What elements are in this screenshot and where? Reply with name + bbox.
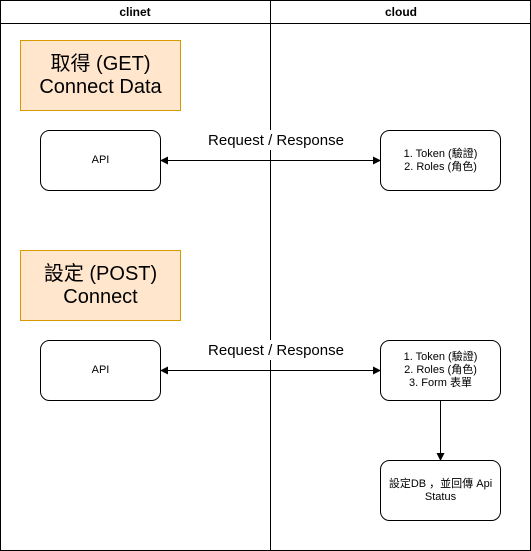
post-result-node-text: 設定DB ，並回傳 Api Status <box>388 477 493 503</box>
get-edge-label: Request / Response <box>197 130 355 150</box>
get-api-label: API <box>91 154 110 166</box>
get-title-box <box>20 40 181 111</box>
post-title-text: 設定 (POST) Connect <box>43 262 158 308</box>
get-cloud-node-text: 1. Token (驗證) 2. Roles (角色) <box>403 147 478 173</box>
lane-title-cloud: cloud <box>385 5 417 19</box>
get-title-text: 取得 (GET) Connect Data <box>39 52 162 98</box>
post-edge-label: Request / Response <box>197 340 355 360</box>
post-cloud-node-text: 1. Token (驗證) 2. Roles (角色) 3. Form 表單 <box>403 351 478 389</box>
post-api-label: API <box>91 364 110 376</box>
post-title-box <box>20 250 181 321</box>
lane-title-client: clinet <box>119 5 151 19</box>
